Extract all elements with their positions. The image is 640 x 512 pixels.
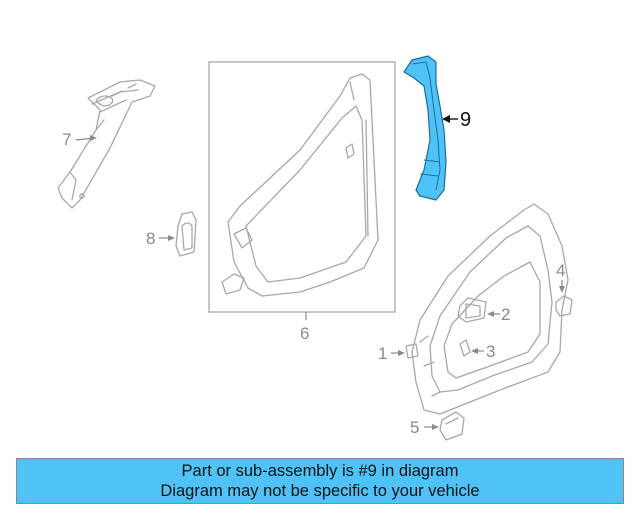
banner-line-part: Part or sub-assembly is #9 in diagram bbox=[181, 462, 459, 480]
part-2-bracket[interactable] bbox=[457, 297, 487, 323]
part-1-body-side-outer[interactable] bbox=[405, 203, 569, 415]
banner-line-disclaimer: Diagram may not be specific to your vehi… bbox=[160, 482, 480, 500]
callout-6: 6 bbox=[300, 312, 309, 343]
callout-2-label: 2 bbox=[501, 305, 510, 324]
callout-7-label: 7 bbox=[62, 130, 71, 149]
callout-1-label: 1 bbox=[378, 344, 387, 363]
callout-1: 1 bbox=[378, 344, 405, 363]
callout-9-label: 9 bbox=[460, 109, 471, 131]
callout-3: 3 bbox=[471, 342, 495, 361]
callout-6-label: 6 bbox=[300, 324, 309, 343]
part-6-group-box bbox=[208, 61, 396, 313]
part-7-pillar-reinforcement[interactable] bbox=[57, 79, 156, 209]
callout-7: 7 bbox=[62, 130, 97, 149]
callout-5-label: 5 bbox=[410, 418, 419, 437]
part-3-clip[interactable] bbox=[459, 339, 471, 357]
part-4-bracket[interactable] bbox=[555, 295, 573, 317]
callout-2: 2 bbox=[487, 305, 510, 324]
part-9-pillar-trim[interactable] bbox=[403, 55, 447, 201]
part-5-block[interactable] bbox=[439, 411, 465, 441]
part-8-clip[interactable] bbox=[175, 211, 197, 257]
callout-3-label: 3 bbox=[486, 342, 495, 361]
callout-8-label: 8 bbox=[146, 229, 155, 248]
info-banner: Part or sub-assembly is #9 in diagram Di… bbox=[16, 458, 624, 504]
callout-4-label: 4 bbox=[556, 261, 565, 280]
callout-9: 9 bbox=[442, 109, 471, 131]
parts-diagram: 7 8 6 9 bbox=[57, 55, 573, 441]
callout-5: 5 bbox=[410, 418, 439, 437]
part-6-inner-side-panel[interactable] bbox=[208, 61, 396, 313]
callout-8: 8 bbox=[146, 229, 175, 248]
callout-4: 4 bbox=[556, 261, 565, 293]
